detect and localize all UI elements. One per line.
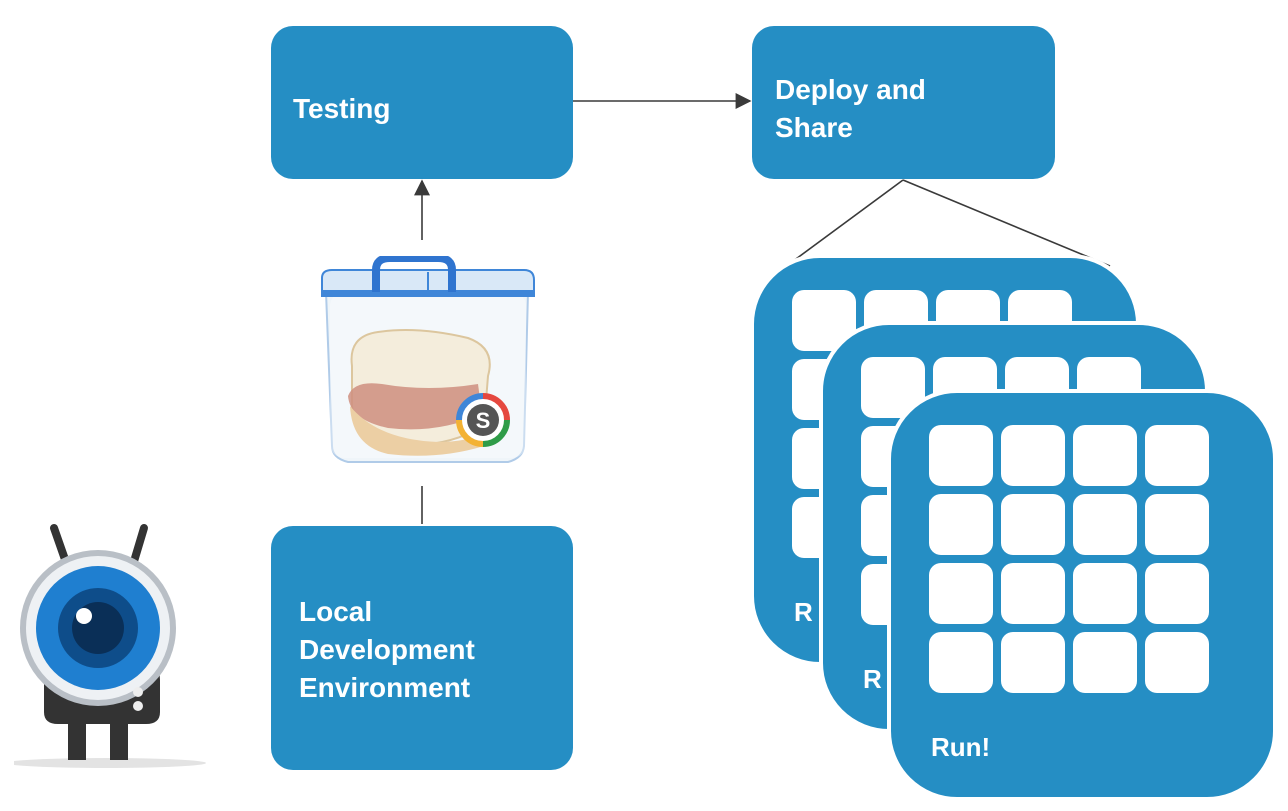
- deploy-label-line-1: Deploy and: [775, 74, 926, 105]
- grid-cell: [1145, 425, 1209, 486]
- run-card-2-label: R: [863, 664, 882, 694]
- line-deploy-to-runs-right: [902, 179, 1111, 267]
- grid-cell: [1001, 632, 1065, 693]
- grid-cell: [929, 494, 993, 555]
- run-card-1-label: R: [794, 597, 813, 627]
- grid-cell: [1073, 425, 1137, 486]
- grid-cell: [929, 425, 993, 486]
- grid-cell: [1145, 563, 1209, 624]
- line-deploy-to-runs-left: [780, 179, 904, 271]
- grid-cell: [1001, 563, 1065, 624]
- grid-cell: [929, 563, 993, 624]
- deploy-label-line-2: Share: [775, 112, 853, 143]
- grid-cell: [929, 632, 993, 693]
- local-development-environment-box: Local Development Environment: [271, 526, 573, 770]
- grid-cell: [1073, 563, 1137, 624]
- grid-cell: [1001, 494, 1065, 555]
- deploy-and-share-box: Deploy and Share: [752, 26, 1055, 179]
- local-label-line-1: Local: [299, 596, 373, 627]
- local-label-line-2: Development: [299, 634, 475, 665]
- sandwich-badge-letter: S: [476, 408, 491, 433]
- sandwich-container-icon: S: [321, 256, 535, 463]
- run-grid-3: [929, 425, 1209, 693]
- grid-cell: [1001, 425, 1065, 486]
- robot-mascot-icon: [14, 524, 206, 768]
- grid-cell: [1073, 494, 1137, 555]
- grid-cell: [1145, 632, 1209, 693]
- local-label-line-3: Environment: [299, 672, 471, 703]
- run-card-3: Run!: [887, 389, 1277, 801]
- testing-box: Testing: [271, 26, 573, 179]
- grid-cell: [1145, 494, 1209, 555]
- run-card-3-label: Run!: [931, 732, 991, 762]
- grid-cell: [1073, 632, 1137, 693]
- testing-label: Testing: [293, 93, 391, 124]
